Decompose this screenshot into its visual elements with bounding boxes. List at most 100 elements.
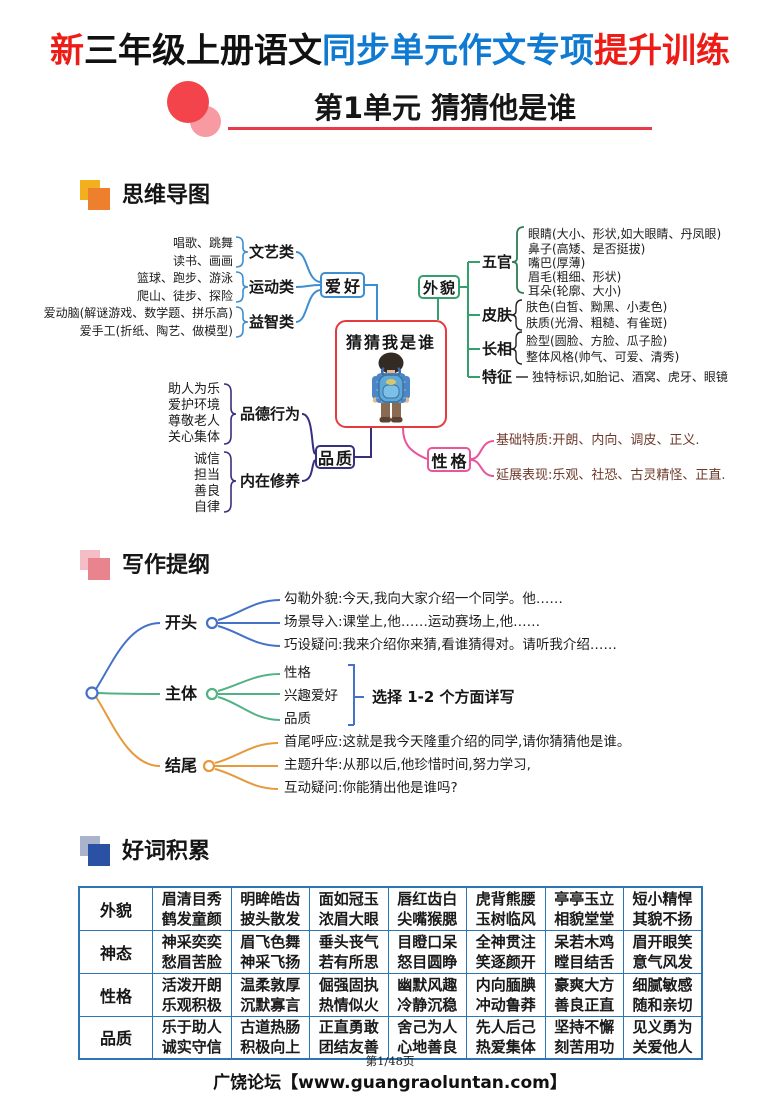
inner-line-4: 自律 bbox=[193, 500, 220, 515]
end-item-3: 互动疑问:你能猜出他是谁吗? bbox=[284, 780, 458, 796]
body-item-2: 兴趣爱好 bbox=[284, 688, 338, 704]
page-number: 第1/48页 bbox=[365, 1054, 415, 1068]
mindmap-connectors bbox=[223, 226, 528, 513]
hobby-group-sports-label: 运动类 bbox=[249, 278, 295, 296]
word: 眉飞色舞 bbox=[240, 932, 301, 951]
word: 热爱集体 bbox=[475, 1038, 536, 1057]
word: 活泼开朗 bbox=[161, 975, 222, 994]
words-section-title: 好词积累 bbox=[122, 839, 211, 864]
mindmap-section-title: 思维导图 bbox=[122, 183, 211, 208]
word: 倔强固执 bbox=[318, 975, 379, 994]
personality-node: 性格 bbox=[427, 447, 471, 472]
word: 愁眉苦脸 bbox=[161, 952, 222, 971]
appearance-node: 外貌 bbox=[418, 275, 460, 299]
row-label: 品质 bbox=[78, 1015, 153, 1060]
body-note: 选择 1-2 个方面详写 bbox=[372, 688, 515, 706]
word: 眉开眼笑 bbox=[632, 932, 693, 951]
wuguan-item-nose: 鼻子(高矮、是否挺拔) bbox=[528, 242, 646, 256]
outline-connectors bbox=[85, 599, 364, 790]
row-label: 性格 bbox=[78, 972, 153, 1017]
wuguan-item-ears: 耳朵(轮廓、大小) bbox=[528, 284, 622, 298]
title-part-grade: 三年级上册语文 bbox=[84, 31, 322, 71]
words-section-icon bbox=[78, 836, 124, 872]
begin-item-2: 场景导入:课堂上,他……运动赛场上,他…… bbox=[284, 614, 541, 630]
quality-node: 品质 bbox=[315, 445, 355, 469]
outline-node-body: 主体 bbox=[165, 684, 198, 703]
title-part-new: 新 bbox=[50, 31, 84, 71]
unit-title: 第1单元 猜猜他是谁 bbox=[313, 91, 577, 125]
body-item-3: 品质 bbox=[284, 711, 311, 727]
inner-line-2: 担当 bbox=[193, 468, 220, 483]
table-row: 神态 神采奕奕愁眉苦脸 眉飞色舞神采飞扬 垂头丧气若有所思 目瞪口呆怒目圆睁 全… bbox=[78, 929, 703, 974]
word: 幽默风趣 bbox=[397, 975, 458, 994]
word: 热情似火 bbox=[318, 995, 379, 1014]
hobby-puzzle-line-1: 爱动脑(解谜游戏、数学题、拼乐高) bbox=[43, 306, 233, 320]
inner-group-label: 内在修养 bbox=[240, 472, 301, 490]
word: 乐观积极 bbox=[161, 995, 222, 1014]
outline-section-title: 写作提纲 bbox=[122, 553, 211, 578]
skin-item-texture: 肤质(光滑、粗糙、有雀斑) bbox=[526, 316, 668, 330]
hobby-group-puzzle-label: 益智类 bbox=[249, 313, 295, 331]
boy-illustration bbox=[372, 352, 410, 423]
decor-circle-big bbox=[167, 81, 209, 123]
title-part-sync: 同步单元作文专项 bbox=[322, 31, 594, 71]
site-link[interactable]: 广饶论坛【www.guangraoluntan.com】 bbox=[213, 1073, 567, 1093]
word: 舍己为人 bbox=[397, 1018, 458, 1037]
word: 全神贯注 bbox=[475, 932, 536, 951]
word: 乐于助人 bbox=[161, 1018, 222, 1037]
table-row: 性格 活泼开朗乐观积极 温柔敦厚沉默寡言 倔强固执热情似火 幽默风趣冷静沉稳 内… bbox=[78, 972, 703, 1017]
word: 随和亲切 bbox=[632, 995, 693, 1014]
word: 豪爽大方 bbox=[554, 975, 615, 994]
begin-item-1: 勾勒外貌:今天,我向大家介绍一个同学。他…… bbox=[284, 591, 563, 607]
word: 虎背熊腰 bbox=[475, 889, 536, 908]
word: 怒目圆睁 bbox=[397, 952, 458, 971]
word: 相貌堂堂 bbox=[554, 909, 615, 928]
body-item-1: 性格 bbox=[284, 665, 311, 681]
word: 其貌不扬 bbox=[632, 909, 693, 928]
end-item-1: 首尾呼应:这就是我今天隆重介绍的同学,请你猜猜他是谁。 bbox=[284, 734, 631, 750]
word: 诚实守信 bbox=[161, 1038, 222, 1057]
word: 短小精悍 bbox=[632, 889, 693, 908]
word: 玉树临风 bbox=[475, 909, 536, 928]
word: 披头散发 bbox=[240, 909, 301, 928]
icon-square-front bbox=[88, 188, 110, 210]
word: 沉默寡言 bbox=[240, 995, 301, 1014]
appearance-skin-label: 皮肤 bbox=[482, 306, 513, 324]
outline-node-end: 结尾 bbox=[165, 756, 198, 775]
virtue-group-label: 品德行为 bbox=[240, 405, 301, 423]
word: 冲动鲁莽 bbox=[475, 995, 536, 1014]
word: 瞠目结舌 bbox=[554, 952, 615, 971]
center-node: 猜猜我是谁 bbox=[335, 320, 447, 428]
hobby-puzzle-line-2: 爱手工(折纸、陶艺、做模型) bbox=[79, 324, 233, 338]
personality-item-2: 延展表现:乐观、社恐、古灵精怪、正直. bbox=[496, 468, 726, 483]
hobby-sports-line-2: 爬山、徒步、探险 bbox=[136, 289, 233, 303]
word: 鹤发童颜 bbox=[161, 909, 222, 928]
appearance-wuguan-label: 五官 bbox=[482, 253, 513, 271]
feature-item: 独特标识,如胎记、酒窝、虎牙、眼镜 bbox=[532, 370, 728, 384]
personality-item-1: 基础特质:开朗、内向、调皮、正义. bbox=[496, 433, 700, 448]
mindmap-section-icon bbox=[78, 180, 124, 216]
word: 眉清目秀 bbox=[161, 889, 222, 908]
hobby-node: 爱好 bbox=[320, 272, 365, 298]
word: 关爱他人 bbox=[632, 1038, 693, 1057]
word: 呆若木鸡 bbox=[554, 932, 615, 951]
word: 意气风发 bbox=[632, 952, 693, 971]
hobby-group-arts-label: 文艺类 bbox=[249, 243, 295, 261]
virtue-line-1: 助人为乐 bbox=[167, 382, 220, 397]
virtue-line-4: 关心集体 bbox=[167, 430, 220, 445]
icon-square-front bbox=[88, 844, 110, 866]
word: 温柔敦厚 bbox=[240, 975, 301, 994]
word: 明眸皓齿 bbox=[240, 889, 301, 908]
word: 善良正直 bbox=[554, 995, 615, 1014]
word: 亭亭玉立 bbox=[554, 889, 615, 908]
center-node-label: 猜猜我是谁 bbox=[345, 333, 436, 352]
word: 垂头丧气 bbox=[318, 932, 379, 951]
icon-square-front bbox=[88, 558, 110, 580]
row-label: 神态 bbox=[78, 929, 153, 974]
word: 面如冠玉 bbox=[318, 889, 379, 908]
appearance-looks-label: 长相 bbox=[482, 340, 513, 358]
word: 神采奕奕 bbox=[161, 932, 222, 951]
table-row: 外貌 眉清目秀鹤发童颜 明眸皓齿披头散发 面如冠玉浓眉大眼 唇红齿白尖嘴猴腮 虎… bbox=[78, 886, 703, 931]
title-part-train: 提升训练 bbox=[594, 31, 730, 71]
